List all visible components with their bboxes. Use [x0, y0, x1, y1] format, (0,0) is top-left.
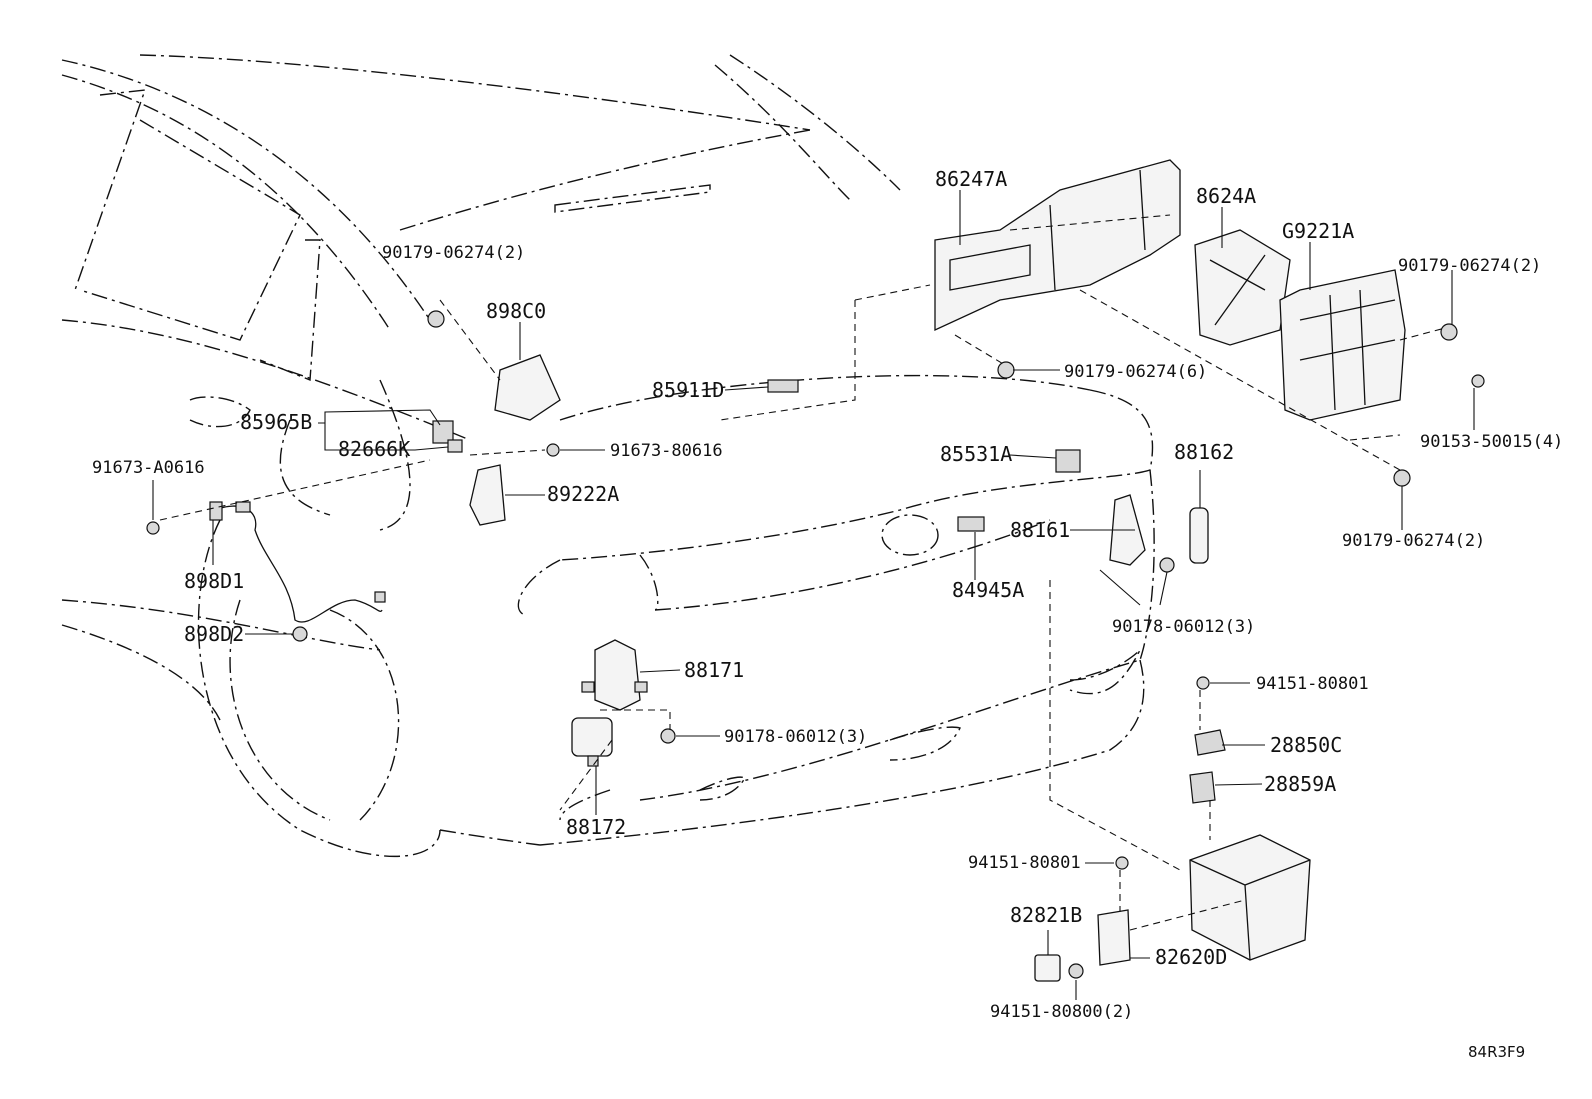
assembly-lines — [159, 214, 1446, 931]
sensor-85531A — [1055, 449, 1081, 473]
label-82666K: 82666K — [338, 437, 410, 461]
fasteners — [146, 310, 1485, 979]
camera-84945A — [957, 516, 985, 532]
bracket-89222A — [469, 464, 506, 526]
label-82620D: 82620D — [1155, 945, 1227, 969]
small-part-85911D — [767, 379, 799, 393]
label-91673-A0616: 91673-A0616 — [92, 458, 205, 478]
label-85911D: 85911D — [652, 378, 724, 402]
clamp-28850C — [1194, 729, 1226, 756]
cover-88162 — [1189, 507, 1209, 564]
diagram-code: 84R3F9 — [1468, 1043, 1525, 1061]
sensor-85965B-82666K — [432, 420, 463, 453]
clamp-28859A — [1189, 771, 1216, 804]
label-G9221A: G9221A — [1282, 219, 1354, 243]
label-898D1: 898D1 — [184, 569, 244, 593]
part-labels: 86247A 8624A G9221A 90179-06274(2) 90179… — [92, 167, 1563, 1061]
mount-frame-G9221A — [1279, 269, 1406, 421]
label-91673-80616: 91673-80616 — [610, 441, 723, 461]
label-85531A: 85531A — [940, 442, 1012, 466]
label-94151-80801-top: 94151-80801 — [1256, 674, 1369, 694]
label-94151-80801-mid: 94151-80801 — [968, 853, 1081, 873]
relay-82620D — [1097, 909, 1131, 966]
harness-898D — [209, 501, 386, 642]
label-90179-06274-2-bottom: 90179-06274(2) — [1342, 531, 1485, 551]
radar-sensor-88171 — [581, 639, 648, 711]
label-89222A: 89222A — [547, 482, 619, 506]
label-90178-06012-3-left: 90178-06012(3) — [724, 727, 867, 747]
label-90178-06012-3-right: 90178-06012(3) — [1112, 617, 1255, 637]
label-88171: 88171 — [684, 658, 744, 682]
label-90179-06274-2-left: 90179-06274(2) — [382, 243, 525, 263]
battery — [1189, 834, 1311, 961]
label-28850C: 28850C — [1270, 733, 1342, 757]
label-88161: 88161 — [1010, 518, 1070, 542]
ecu-898C0 — [494, 354, 561, 421]
label-8624A: 8624A — [1196, 184, 1256, 208]
label-90179-06274-6: 90179-06274(6) — [1064, 362, 1207, 382]
leader-lines — [152, 190, 1475, 1000]
radiator-support-panel-86247A — [934, 159, 1181, 332]
cover-88172 — [571, 717, 613, 767]
label-86247A: 86247A — [935, 167, 1007, 191]
ecu-bracket-8624A — [1194, 229, 1291, 346]
label-88162: 88162 — [1174, 440, 1234, 464]
fuse-82821B — [1034, 954, 1061, 982]
label-94151-80800-2: 94151-80800(2) — [990, 1002, 1133, 1022]
label-28859A: 28859A — [1264, 772, 1336, 796]
vehicle-body-outline — [61, 54, 1155, 857]
label-85965B: 85965B — [240, 410, 312, 434]
label-88172: 88172 — [566, 815, 626, 839]
label-84945A: 84945A — [952, 578, 1024, 602]
label-898C0: 898C0 — [486, 299, 546, 323]
label-898D2: 898D2 — [184, 622, 244, 646]
label-90153-50015-4: 90153-50015(4) — [1420, 432, 1563, 452]
label-90179-06274-2-top: 90179-06274(2) — [1398, 256, 1541, 276]
label-82821B: 82821B — [1010, 903, 1082, 927]
